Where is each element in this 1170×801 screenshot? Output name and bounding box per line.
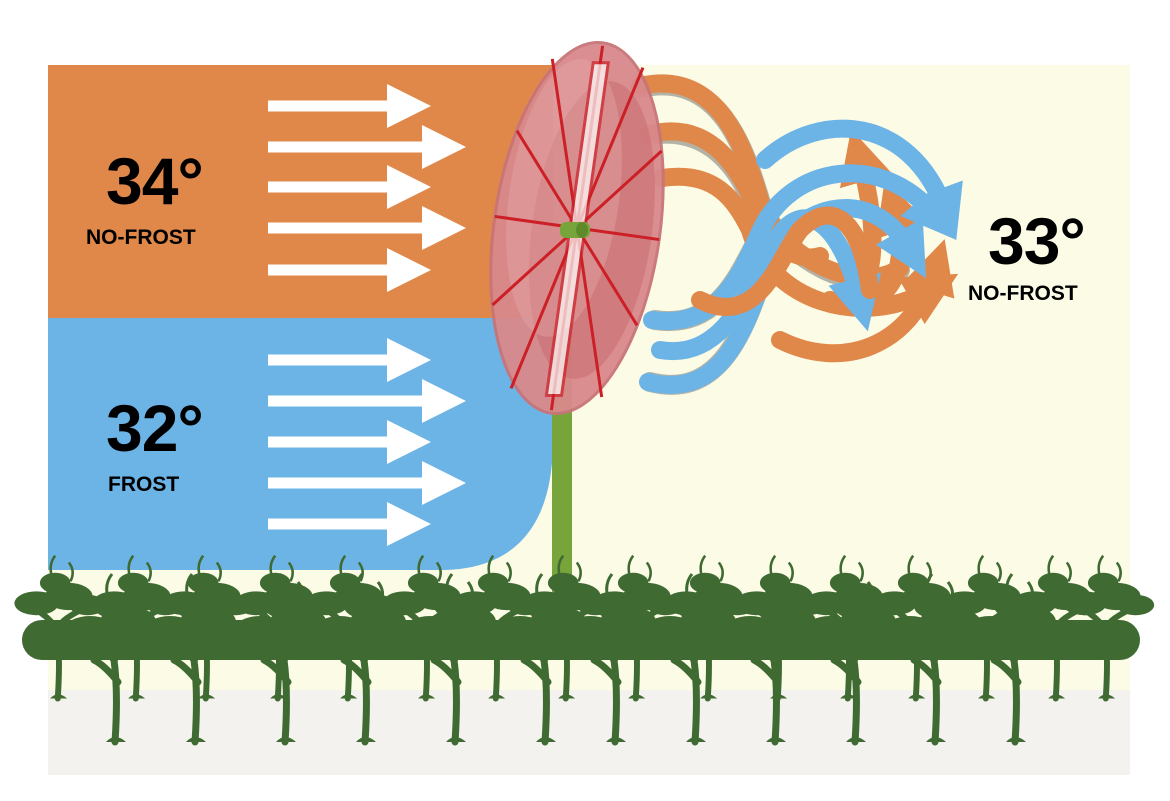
wind-machine-icon	[489, 40, 665, 416]
cold-temperature: 32°	[106, 391, 204, 465]
warm-flow-arrows	[268, 84, 466, 292]
warm-condition: NO-FROST	[86, 226, 196, 249]
cold-flow-arrows	[268, 338, 466, 546]
mixed-condition: NO-FROST	[968, 282, 1078, 305]
ground-strip	[48, 690, 1130, 775]
cold-condition: FROST	[108, 473, 180, 496]
mixed-temperature: 33°	[988, 204, 1086, 278]
grapevine-icon	[14, 556, 1154, 742]
warm-temperature: 34°	[106, 144, 204, 218]
mixing-swirls	[630, 74, 963, 395]
